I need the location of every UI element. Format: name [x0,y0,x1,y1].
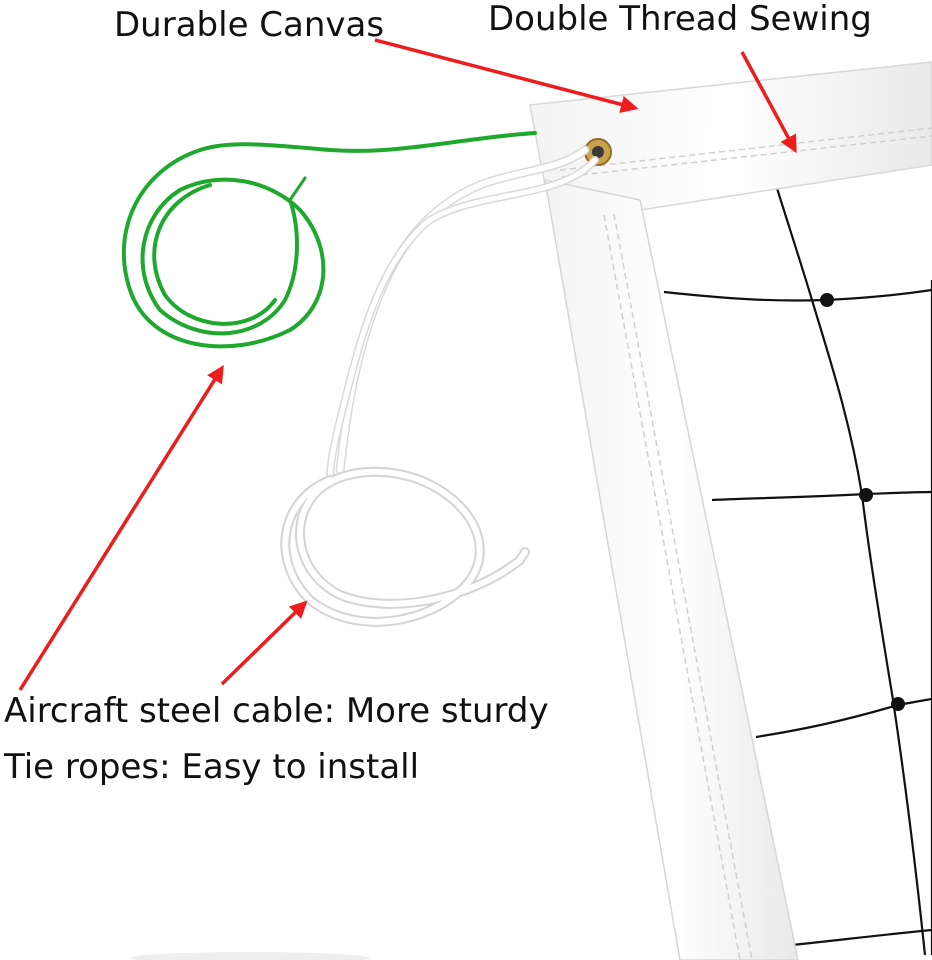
tie-ropes-label: Tie ropes: Easy to install [4,747,420,787]
double-thread-sewing-label: Double Thread Sewing [488,0,872,39]
net-mesh [663,184,932,956]
net-knots [820,293,905,711]
arrow-to-cable [18,365,224,691]
durable-canvas-label: Durable Canvas [114,5,385,45]
side-band [544,179,799,960]
side-band-stitch [603,214,741,960]
arrow-to-canvas [374,38,639,113]
steel-cable [121,131,537,349]
floor-shadow [130,952,370,960]
aircraft-cable-label: Aircraft steel cable: More sturdy [4,691,549,731]
arrow-to-stitching [740,51,797,154]
arrow-to-rope [220,600,308,686]
top-band-stitch [559,127,932,171]
annotation-arrows [18,38,797,691]
tie-rope [280,145,599,627]
